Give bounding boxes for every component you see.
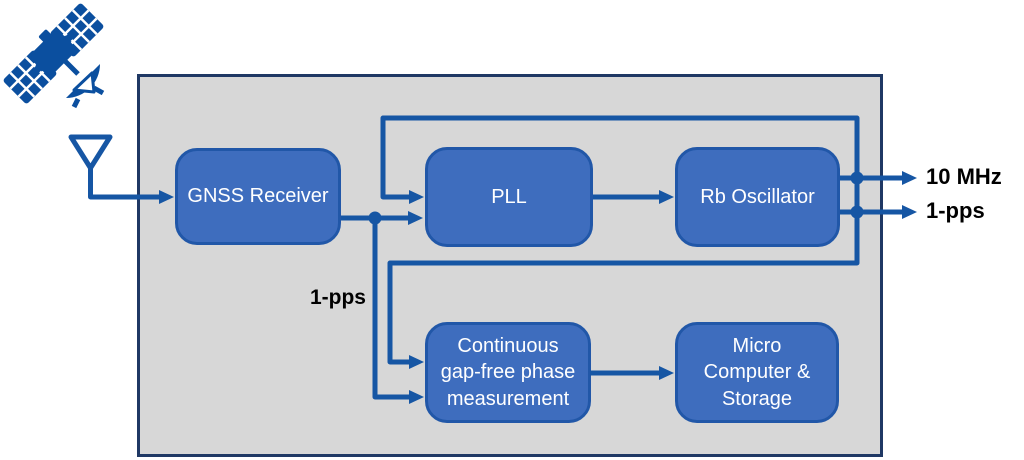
block-micro-computer-line1: Micro xyxy=(732,334,782,357)
block-phase-measurement: Continuous gap-free phase measurement xyxy=(425,322,591,423)
arrow-10mhz-output xyxy=(902,171,917,185)
block-gnss-receiver-label: GNSS Receiver xyxy=(187,185,329,208)
block-rb-oscillator-label: Rb Oscillator xyxy=(700,185,815,208)
block-micro-computer-line2: Computer & xyxy=(703,361,811,384)
block-phase-measurement-line3: measurement xyxy=(446,387,570,410)
block-phase-measurement-line1: Continuous xyxy=(457,334,559,357)
block-pll-label: PLL xyxy=(491,185,527,208)
satellite-icon xyxy=(3,3,105,109)
block-gnss-receiver: GNSS Receiver xyxy=(175,148,341,245)
internal-1pps-label: 1-pps xyxy=(309,286,366,309)
block-micro-computer-line3: Storage xyxy=(721,387,793,410)
output-1pps-label: 1-pps xyxy=(926,198,985,223)
block-micro-computer-storage: Micro Computer & Storage xyxy=(675,322,839,423)
block-rb-oscillator: Rb Oscillator xyxy=(675,147,840,247)
block-pll: PLL xyxy=(425,147,593,247)
block-phase-measurement-line2: gap-free phase xyxy=(440,361,576,384)
arrow-1pps-output xyxy=(902,205,917,219)
output-10mhz-label: 10 MHz xyxy=(926,164,1002,189)
